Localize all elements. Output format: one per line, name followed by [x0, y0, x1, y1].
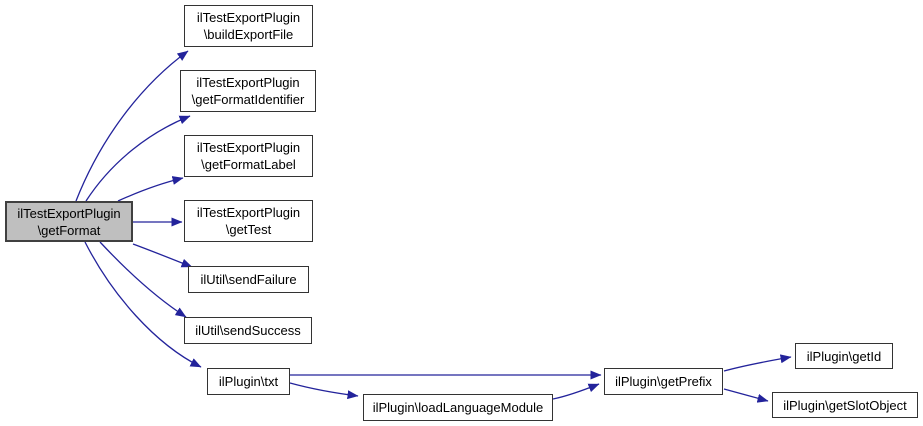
node-label: ilTestExportPlugin	[17, 205, 121, 221]
node-getformatidentifier[interactable]: ilTestExportPlugin \getFormatIdentifier	[180, 70, 316, 112]
node-sendsuccess[interactable]: ilUtil\sendSuccess	[184, 317, 312, 344]
node-getslotobject[interactable]: ilPlugin\getSlotObject	[772, 392, 918, 418]
node-label: \buildExportFile	[203, 27, 294, 42]
node-label: ilPlugin\getSlotObject	[783, 397, 907, 413]
node-label: \getFormatIdentifier	[191, 92, 305, 107]
node-txt[interactable]: ilPlugin\txt	[207, 368, 290, 395]
node-loadlanguagemodule[interactable]: ilPlugin\loadLanguageModule	[363, 394, 553, 421]
node-label: ilPlugin\txt	[218, 374, 279, 389]
node-label: ilTestExportPlugin	[196, 75, 300, 90]
edge-getformat-txt	[84, 241, 202, 368]
edge-getformat-getformatidentifier	[85, 115, 191, 202]
node-label: \getFormatLabel	[201, 157, 296, 172]
node-label: ilTestExportPlugin	[196, 140, 301, 155]
node-label: ilPlugin\getId	[806, 348, 882, 364]
node-getformatlabel[interactable]: ilTestExportPlugin \getFormatLabel	[184, 135, 313, 177]
node-getid[interactable]: ilPlugin\getId	[795, 343, 893, 369]
edge-getformat-sendfailure	[132, 243, 193, 268]
node-label: ilUtil\sendFailure	[200, 272, 297, 287]
edge-getprefix-getslotobject	[723, 388, 769, 403]
edge-txt-loadlanguagemodule	[289, 382, 359, 400]
edge-getformat-buildexportfile	[75, 50, 189, 202]
edge-loadlanguagemodule-getprefix	[552, 383, 600, 400]
node-gettest[interactable]: ilTestExportPlugin \getTest	[184, 200, 313, 242]
node-label: ilPlugin\loadLanguageModule	[372, 400, 544, 415]
node-getformat: ilTestExportPlugin \getFormat	[5, 201, 133, 242]
node-sendfailure[interactable]: ilUtil\sendFailure	[188, 266, 309, 293]
node-label: ilTestExportPlugin	[196, 10, 301, 25]
edge-getformat-getformatlabel	[117, 176, 184, 202]
edge-getprefix-getid	[723, 354, 792, 372]
node-getprefix[interactable]: ilPlugin\getPrefix	[604, 368, 723, 395]
node-label: \getFormat	[37, 222, 101, 238]
node-label: ilPlugin\getPrefix	[615, 374, 712, 389]
node-label: ilUtil\sendSuccess	[195, 323, 301, 338]
edge-getformat-sendsuccess	[99, 241, 187, 318]
node-buildexportfile[interactable]: ilTestExportPlugin \buildExportFile	[184, 5, 313, 47]
node-label: \getTest	[225, 222, 272, 237]
node-label: ilTestExportPlugin	[196, 205, 301, 220]
